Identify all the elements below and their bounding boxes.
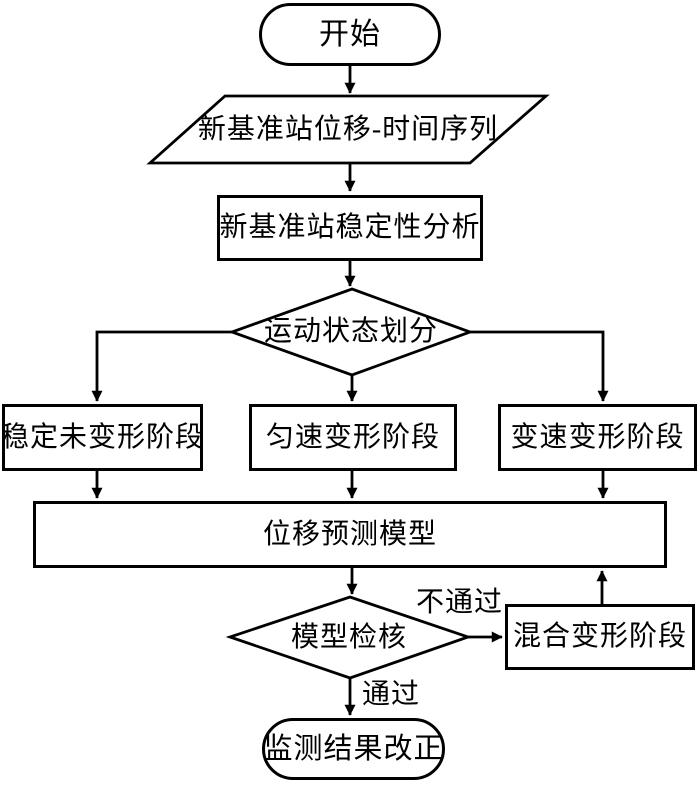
pass-edge-label: 通过 [362, 679, 421, 710]
variable-stage-node: 变速变形阶段 [498, 404, 697, 471]
start-node: 开始 [259, 3, 441, 66]
fail-edge-label: 不通过 [416, 587, 504, 618]
end-node: 监测结果改正 [262, 718, 445, 780]
prediction-model-node: 位移预测模型 [33, 501, 667, 568]
model-check-decision-label: 模型检核 [290, 621, 407, 653]
stable-stage-node: 稳定未变形阶段 [1, 404, 203, 471]
stability-analysis-node: 新基准站稳定性分析 [217, 195, 483, 261]
uniform-stage-node: 匀速变形阶段 [249, 404, 457, 471]
arrow-decision-to-variable-stage [470, 330, 609, 402]
input-parallelogram-shape [146, 94, 550, 165]
arrow-decision-to-stable-stage [91, 330, 232, 402]
mixed-stage-node: 混合变形阶段 [505, 604, 695, 670]
input-node-label: 新基准站位移-时间序列 [197, 113, 499, 145]
motion-state-decision-label: 运动状态划分 [263, 316, 438, 347]
